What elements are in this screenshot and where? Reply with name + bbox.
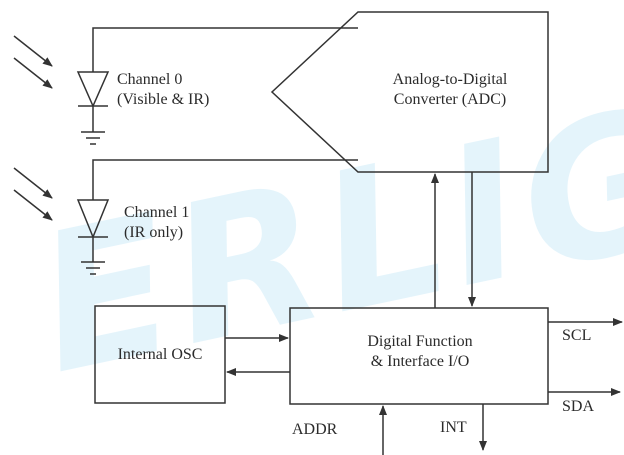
int-label: INT <box>440 419 467 436</box>
channel0-label-line1: Channel 0 <box>117 71 183 88</box>
scl-label: SCL <box>562 327 592 344</box>
addr-label: ADDR <box>292 421 338 438</box>
light-arrow-icon <box>13 167 53 199</box>
adc-block <box>270 11 549 173</box>
photodiode-channel0-icon <box>76 71 110 108</box>
channel1-label-line1: Channel 1 <box>124 204 190 221</box>
light-arrow-icon <box>13 57 53 89</box>
sda-label: SDA <box>562 398 595 415</box>
photodiode-channel1-icon <box>76 199 110 239</box>
adc-label-line2: Converter (ADC) <box>393 91 507 108</box>
channel1-top-wire <box>92 159 358 200</box>
channel0-label: Channel 0 (Visible & IR) <box>117 70 209 110</box>
light-arrow-icon <box>13 189 53 221</box>
internal-osc-block <box>94 305 226 404</box>
adc-label: Analog-to-Digital Converter (ADC) <box>360 70 540 110</box>
channel1-label-line2: (IR only) <box>124 224 184 241</box>
channel0-top-wire <box>92 27 358 72</box>
ground-channel0-icon <box>81 131 105 145</box>
digital-function-line1: Digital Function <box>367 333 473 350</box>
digital-function-label: Digital Function & Interface I/O <box>300 332 540 372</box>
digital-function-block <box>289 307 549 405</box>
internal-osc-label: Internal OSC <box>117 346 203 363</box>
channel0-label-line2: (Visible & IR) <box>117 91 210 108</box>
light-arrow-icon <box>13 35 53 67</box>
digital-function-line2: & Interface I/O <box>370 353 470 370</box>
channel1-label: Channel 1 (IR only) <box>124 203 189 243</box>
ground-channel1-icon <box>81 261 105 275</box>
adc-label-line1: Analog-to-Digital <box>392 71 508 88</box>
